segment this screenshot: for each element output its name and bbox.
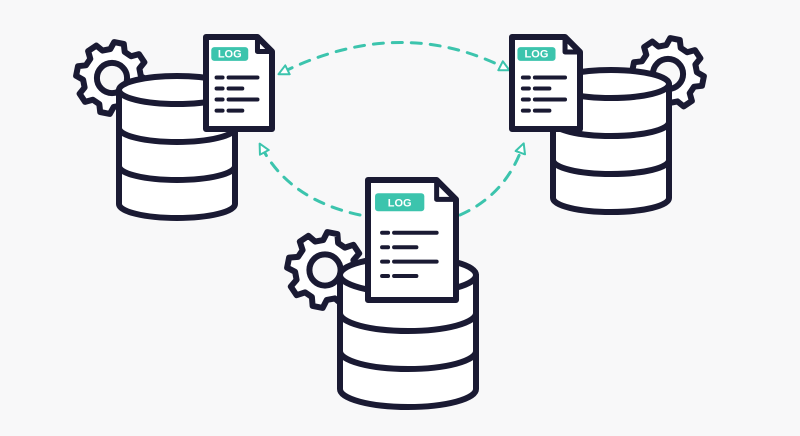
connection-bottom-right: [458, 142, 526, 217]
log-badge: [375, 193, 425, 212]
log-badge: [211, 47, 249, 61]
log-file-icon: LOG: [509, 34, 583, 132]
connection-bottom-left: [258, 142, 362, 217]
node-right: LOG: [509, 34, 707, 215]
node-left: LOG: [73, 34, 275, 221]
gear-hole: [306, 251, 344, 289]
log-file-icon: LOG: [203, 34, 275, 132]
log-label: LOG: [525, 48, 549, 60]
log-file-icon: LOG: [365, 177, 459, 303]
log-label: LOG: [218, 48, 242, 60]
node-bottom: LOG: [284, 177, 479, 410]
connection-left-right: [277, 41, 511, 76]
log-label: LOG: [388, 198, 412, 210]
nodes: LOG LOG LOG: [73, 34, 707, 410]
log-badge: [517, 47, 556, 61]
connections: [258, 41, 526, 217]
